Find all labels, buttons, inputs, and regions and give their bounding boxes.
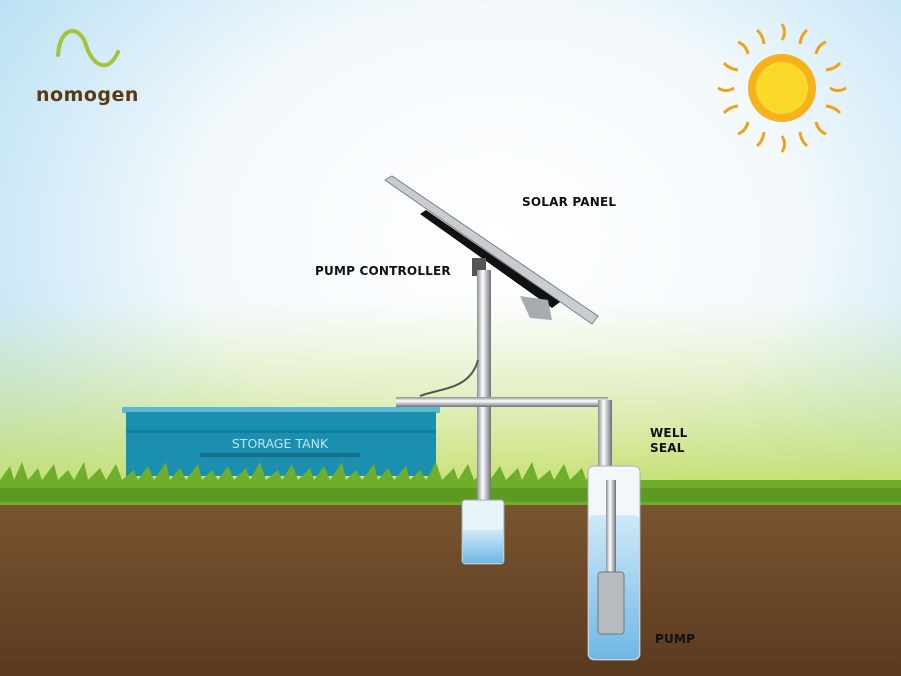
solar-panel-label: SOLAR PANEL xyxy=(522,195,617,209)
solar-panel xyxy=(384,175,599,325)
storage-tank-label: STORAGE TANK xyxy=(231,436,329,451)
well-casing xyxy=(587,465,641,661)
grass xyxy=(0,462,901,505)
well-seal-label-line2: SEAL xyxy=(650,441,685,455)
pump-label: PUMP xyxy=(655,632,696,646)
logo-text: nomogen xyxy=(36,84,139,106)
well-seal-label-line1: WELL xyxy=(650,426,688,440)
controller-cable xyxy=(419,359,479,397)
mount-pole xyxy=(477,270,491,560)
storage-tank xyxy=(122,407,440,476)
soil xyxy=(0,498,901,676)
sun-icon xyxy=(717,23,847,153)
intake-container xyxy=(461,499,505,565)
riser-pipe xyxy=(598,400,612,468)
outlet-pipe xyxy=(396,397,608,407)
logo-wave-icon xyxy=(56,29,120,68)
pump-controller-label: PUMP CONTROLLER xyxy=(315,264,451,278)
